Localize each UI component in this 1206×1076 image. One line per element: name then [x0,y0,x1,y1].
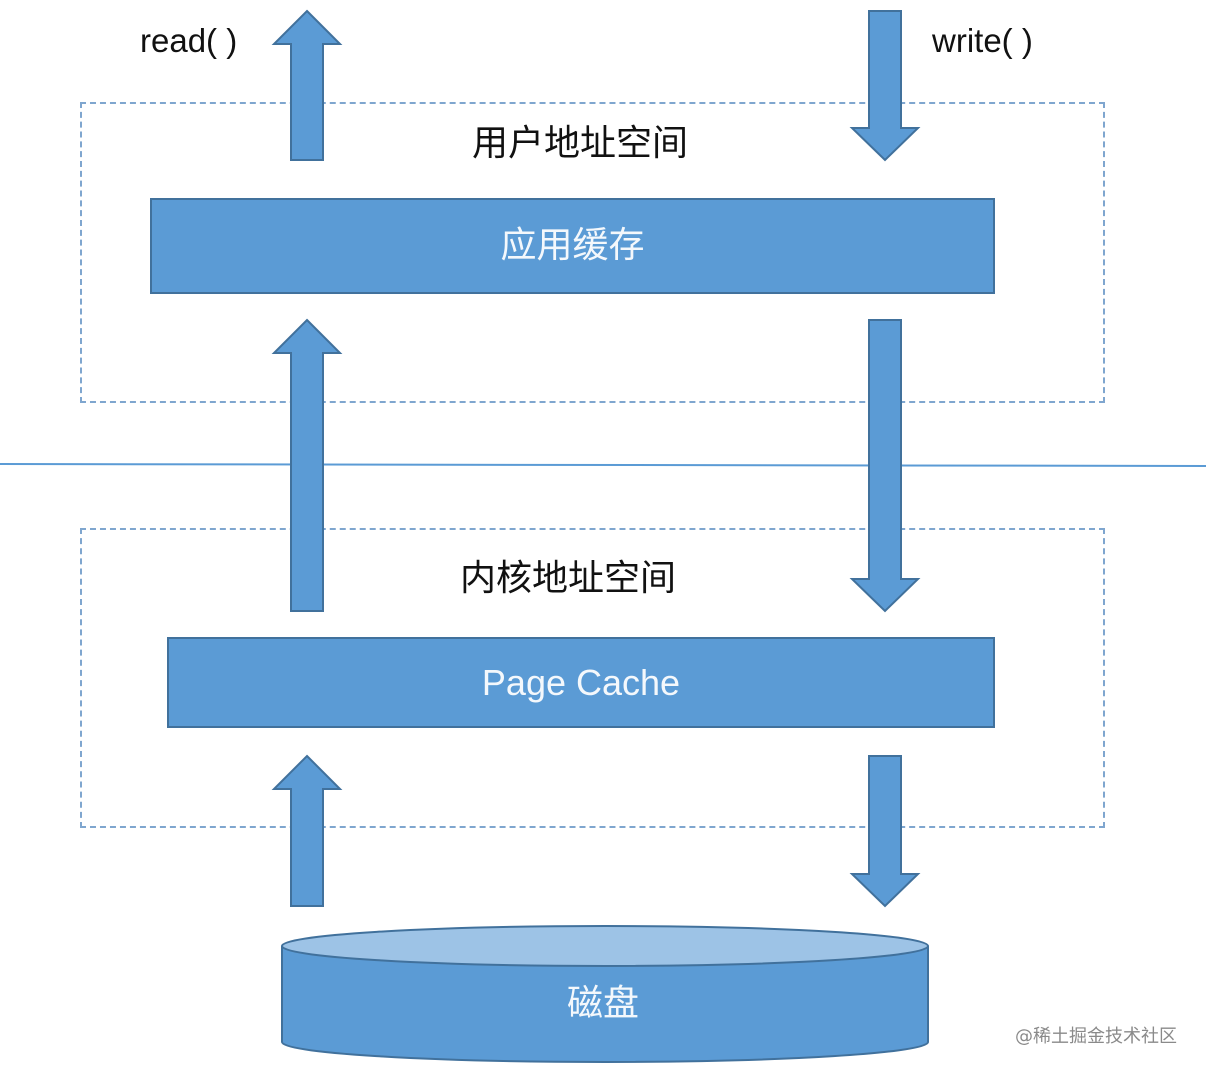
down-arrow-write [849,10,921,162]
app-buffer-block: 应用缓存 [150,198,995,294]
down-arrow-cache-to-disk [849,755,921,908]
page-cache-label: Page Cache [481,661,681,703]
disk-label: 磁盘 [567,983,640,1024]
user-space-region [80,102,1105,403]
user-space-title: 用户地址空间 [471,123,688,164]
up-arrow-read [271,9,343,161]
read-call-label: read( ) [140,22,238,59]
up-arrow-disk-to-cache [271,754,343,907]
watermark: @稀土掘金技术社区 [1015,1026,1177,1047]
kernel-space-title: 内核地址空间 [459,558,676,599]
user-kernel-divider [0,463,1206,467]
write-call-label: write( ) [932,22,1033,59]
up-arrow-cache-to-buffer [271,318,343,612]
app-buffer-label: 应用缓存 [500,225,645,266]
page-cache-block: Page Cache [167,637,995,728]
down-arrow-buffer-to-cache [849,319,921,613]
disk-cylinder [281,925,929,1063]
kernel-space-region [80,528,1105,828]
